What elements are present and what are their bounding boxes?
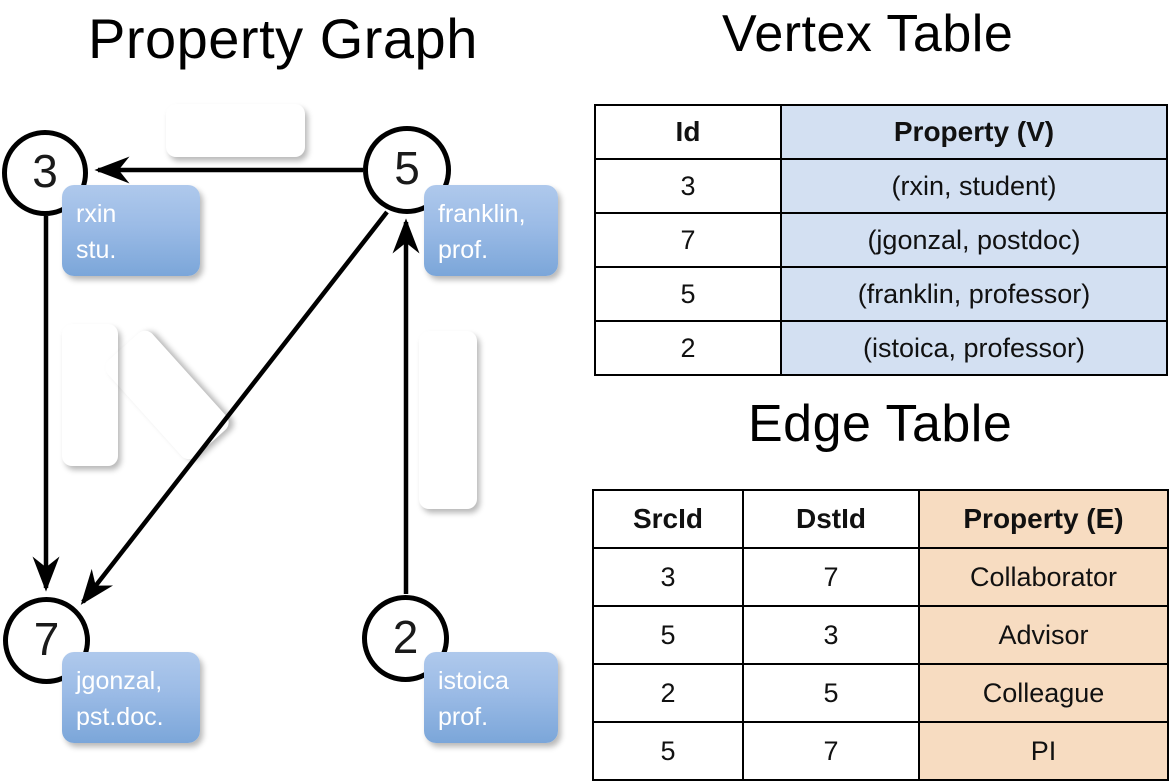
vertex-table-cell-property: (jgonzal, postdoc): [780, 212, 1168, 268]
vertex-table-cell-property: (rxin, student): [780, 158, 1168, 214]
graph-node-7-label: 7: [33, 612, 60, 665]
edge-table-cell-srcid: 2: [592, 663, 744, 723]
vertex-table-header-row: Id Property (V): [594, 104, 1168, 160]
edge-table-cell-dstid: 5: [742, 663, 920, 723]
graph-node-3-property-box: rxin stu.: [62, 185, 200, 276]
table-row: 5 3 Advisor: [592, 605, 1169, 665]
vertex-table-cell-property: (istoica, professor): [780, 320, 1168, 376]
edge-label-advisor-text: Advisor: [190, 115, 281, 145]
edge-label-collab-text: Collab.: [75, 354, 106, 436]
edge-table-cell-property: Colleague: [918, 663, 1169, 723]
table-row: 2 (istoica, professor): [594, 320, 1168, 376]
edge-table-cell-srcid: 5: [592, 605, 744, 665]
edge-table-cell-property: Advisor: [918, 605, 1169, 665]
page-title-edge-table: Edge Table: [748, 395, 1013, 453]
vertex-table-cell-id: 2: [594, 320, 782, 376]
graph-node-7-property-box: jgonzal, pst.doc.: [62, 652, 200, 743]
edge-table-header-property: Property (E): [918, 489, 1169, 549]
edge-table-cell-property: Collaborator: [918, 547, 1169, 607]
vertex-table: Id Property (V) 3 (rxin, student) 7 (jgo…: [594, 104, 1168, 376]
table-row: 5 7 PI: [592, 721, 1169, 781]
table-row: 5 (franklin, professor): [594, 266, 1168, 322]
edge-label-collab: Collab.: [62, 324, 118, 466]
edge-table: SrcId DstId Property (E) 3 7 Collaborato…: [592, 489, 1169, 781]
graph-node-5-label: 5: [394, 142, 420, 194]
property-graph-canvas: Advisor Collab. PI Colleague 3 5 7 2 rxi…: [0, 0, 585, 760]
edge-table-cell-dstid: 7: [742, 721, 920, 781]
edge-table-cell-srcid: 5: [592, 721, 744, 781]
vertex-table-header-property: Property (V): [780, 104, 1168, 160]
vertex-table-cell-id: 5: [594, 266, 782, 322]
edge-table-header-row: SrcId DstId Property (E): [592, 489, 1169, 549]
page-title-vertex-table: Vertex Table: [722, 5, 1014, 63]
edge-label-advisor: Advisor: [166, 104, 305, 157]
graph-node-2[interactable]: 2: [362, 595, 449, 682]
page-title-property-graph: Property Graph: [88, 7, 478, 70]
graph-node-2-property-box: istoica prof.: [424, 652, 558, 743]
vertex-table-cell-id: 7: [594, 212, 782, 268]
vertex-table-header-id: Id: [594, 104, 782, 160]
edge-label-colleague-text: Colleague: [433, 361, 464, 479]
edge-table-header-dstid: DstId: [742, 489, 920, 549]
edge-label-pi-text: PI: [147, 375, 187, 414]
table-row: 3 7 Collaborator: [592, 547, 1169, 607]
edge-label-pi: PI: [101, 327, 233, 464]
vertex-table-cell-property: (franklin, professor): [780, 266, 1168, 322]
graph-node-5-property-box: franklin, prof.: [424, 185, 558, 276]
table-row: 2 5 Colleague: [592, 663, 1169, 723]
table-row: 7 (jgonzal, postdoc): [594, 212, 1168, 268]
edge-table-header-srcid: SrcId: [592, 489, 744, 549]
vertex-table-cell-id: 3: [594, 158, 782, 214]
table-row: 3 (rxin, student): [594, 158, 1168, 214]
edge-table-cell-dstid: 3: [742, 605, 920, 665]
graph-node-5[interactable]: 5: [363, 126, 451, 214]
graph-node-3-label: 3: [32, 145, 58, 197]
edge-table-cell-dstid: 7: [742, 547, 920, 607]
edge-table-cell-srcid: 3: [592, 547, 744, 607]
graph-node-2-label: 2: [392, 610, 419, 663]
edge-table-cell-property: PI: [918, 721, 1169, 781]
edge-label-colleague: Colleague: [419, 331, 477, 509]
